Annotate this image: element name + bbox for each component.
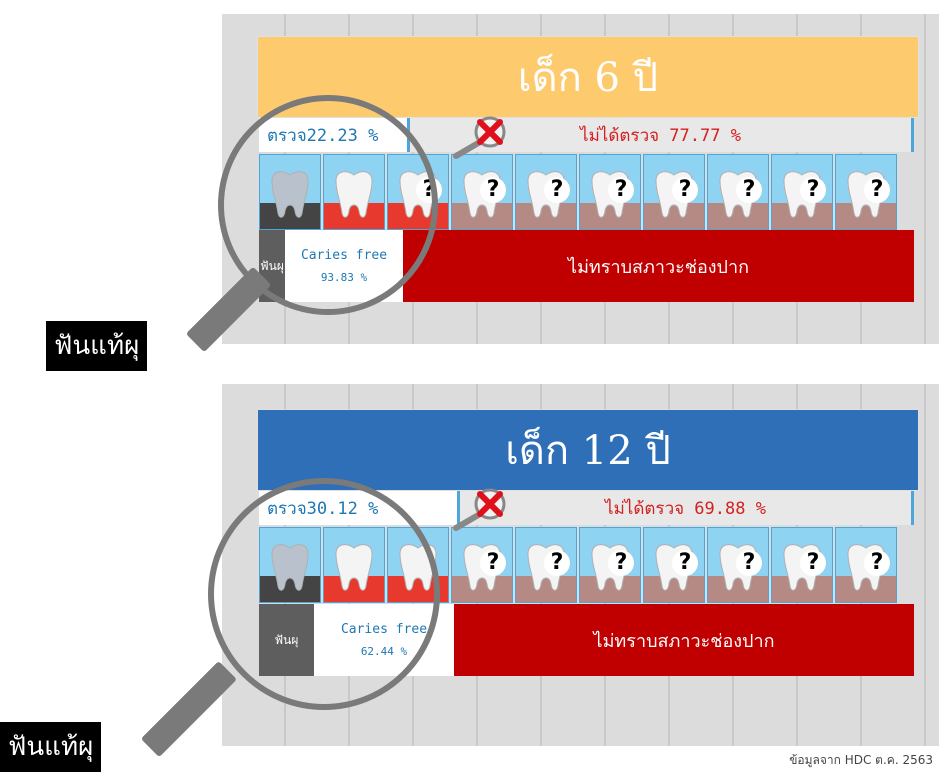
magnifier-lens-age-6 (218, 95, 438, 315)
gum (580, 576, 640, 602)
question-mark-icon: ? (800, 550, 826, 576)
gum (516, 203, 576, 229)
tooth-tile: ? (579, 154, 641, 230)
question-mark-icon: ? (672, 177, 698, 203)
tooth-tile: ? (643, 154, 705, 230)
tooth-tile: ? (707, 154, 769, 230)
tooth-tile: ? (707, 527, 769, 603)
question-mark-icon: ? (736, 177, 762, 203)
question-mark-icon: ? (672, 550, 698, 576)
question-mark-icon: ? (608, 177, 634, 203)
not-examined-percent: ไม่ได้ตรวจ 69.88 % (460, 491, 914, 525)
tooth-tile: ? (515, 527, 577, 603)
gum (644, 203, 704, 229)
gum (644, 576, 704, 602)
tooth-tile: ? (451, 154, 513, 230)
gum (772, 576, 832, 602)
banner-age-12: เด็ก 12 ปี (257, 409, 919, 491)
question-mark-icon: ? (736, 550, 762, 576)
gum (836, 203, 896, 229)
gum (836, 576, 896, 602)
tooth-tile: ? (579, 527, 641, 603)
question-mark-icon: ? (480, 177, 506, 203)
tag-permanent-caries-age-6: ฟันแท้ผุ (46, 321, 148, 371)
gum (580, 203, 640, 229)
question-mark-icon: ? (800, 177, 826, 203)
gum (708, 203, 768, 229)
gum (516, 576, 576, 602)
unknown-oral-status: ไม่ทราบสภาวะช่องปาก (454, 604, 914, 676)
tooth-tile: ? (515, 154, 577, 230)
panel-age-6: เด็ก 6 ปี ตรวจ22.23 % ไม่ได้ตรวจ 77.77 %… (222, 14, 939, 344)
tooth-tile: ? (451, 527, 513, 603)
tooth-tile: ? (835, 527, 897, 603)
data-source-footer: ข้อมูลจาก HDC ต.ค. 2563 (789, 753, 933, 767)
tooth-tile: ? (643, 527, 705, 603)
tooth-tile: ? (835, 154, 897, 230)
magnifier-cross-icon (453, 488, 506, 531)
question-mark-icon: ? (480, 550, 506, 576)
magnifier-cross-icon (453, 116, 506, 159)
gum (708, 576, 768, 602)
question-mark-icon: ? (864, 177, 890, 203)
teeth-row-age-6: ???????? (259, 154, 899, 230)
question-mark-icon: ? (544, 177, 570, 203)
tooth-tile: ? (771, 154, 833, 230)
question-mark-icon: ? (544, 550, 570, 576)
tag-permanent-caries-age-12: ฟันแท้ผุ (0, 722, 102, 772)
gum (772, 203, 832, 229)
gum (452, 203, 512, 229)
question-mark-icon: ? (608, 550, 634, 576)
gum (452, 576, 512, 602)
magnifier-lens-age-12 (208, 478, 440, 710)
unknown-oral-status: ไม่ทราบสภาวะช่องปาก (403, 230, 914, 302)
question-mark-icon: ? (864, 550, 890, 576)
tooth-tile: ? (771, 527, 833, 603)
